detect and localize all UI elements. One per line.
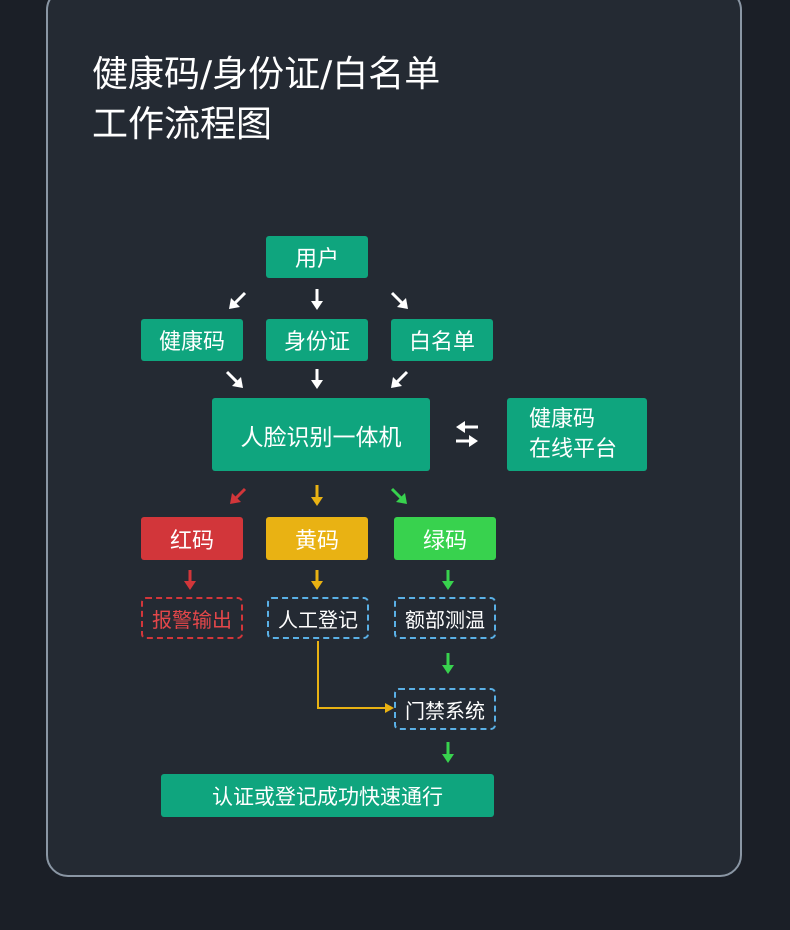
page-title: 健康码/身份证/白名单 工作流程图 — [92, 50, 440, 150]
node-user: 用户 — [266, 236, 368, 278]
node-red-code: 红码 — [141, 517, 243, 560]
node-face-terminal: 人脸识别一体机 — [212, 398, 430, 471]
online-platform-line-1: 健康码 — [529, 406, 596, 432]
node-online-platform: 健康码 在线平台 — [507, 398, 647, 471]
online-platform-line-2: 在线平台 — [529, 436, 618, 462]
node-green-code: 绿码 — [394, 517, 496, 560]
node-manual-register: 人工登记 — [267, 597, 369, 639]
node-access-control: 门禁系统 — [394, 688, 496, 730]
title-line-2: 工作流程图 — [92, 104, 273, 145]
title-line-1: 健康码/身份证/白名单 — [92, 54, 441, 95]
node-id-card: 身份证 — [266, 319, 368, 361]
node-whitelist: 白名单 — [391, 319, 493, 361]
node-final-pass: 认证或登记成功快速通行 — [161, 774, 494, 817]
node-alarm-output: 报警输出 — [141, 597, 243, 639]
node-health-code: 健康码 — [141, 319, 243, 361]
node-yellow-code: 黄码 — [266, 517, 368, 560]
node-forehead-temp: 额部测温 — [394, 597, 496, 639]
